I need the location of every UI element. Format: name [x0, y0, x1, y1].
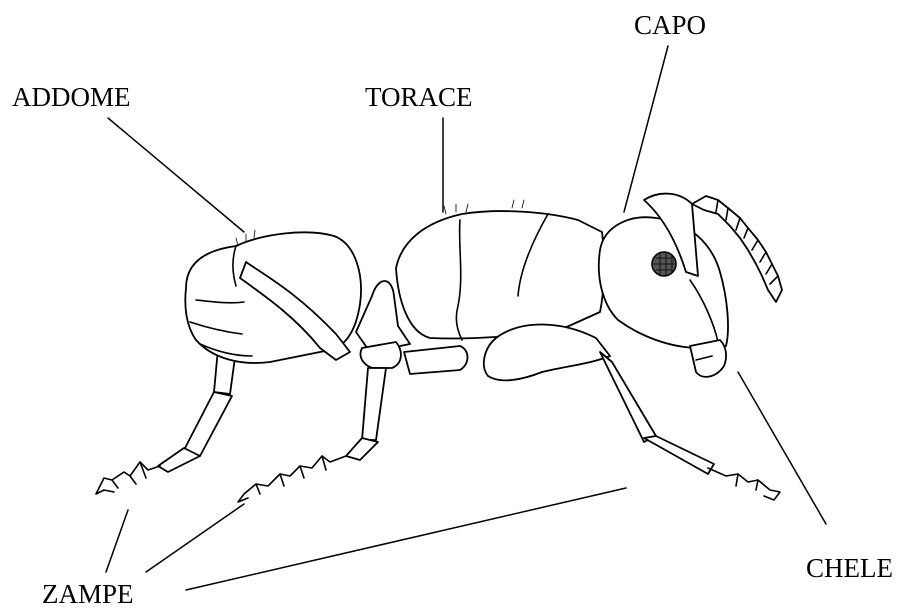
label-head: CAPO [634, 10, 706, 40]
middle-leg [238, 342, 468, 502]
ant-illustration [96, 194, 782, 502]
front-leg [484, 325, 780, 501]
mandibles [690, 340, 726, 377]
label-mandibles: CHELE [806, 553, 893, 583]
thorax [396, 200, 604, 340]
leader-mandibles [738, 372, 826, 524]
label-legs: ZAMPE [42, 579, 134, 609]
label-abdomen: ADDOME [12, 82, 131, 112]
leader-legs-1 [106, 510, 128, 572]
leader-head [624, 46, 668, 212]
leader-legs-3 [186, 488, 626, 590]
label-thorax: TORACE [365, 82, 473, 112]
leader-abdomen [108, 118, 244, 232]
head [599, 217, 728, 348]
leader-legs-2 [146, 504, 244, 572]
